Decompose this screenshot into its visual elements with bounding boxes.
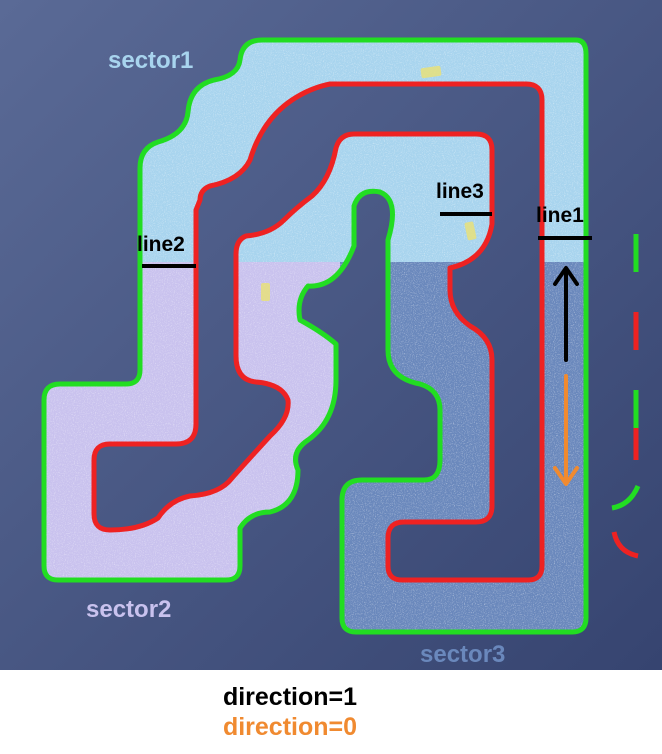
direction-1-arrow bbox=[553, 266, 579, 362]
direction-0-text: direction=0 bbox=[222, 713, 358, 741]
line3-label: line3 bbox=[436, 180, 484, 203]
sector2-label: sector2 bbox=[86, 596, 171, 623]
direction-0-arrow bbox=[553, 374, 579, 486]
outer-boundary bbox=[41, 37, 589, 635]
direction-legend: direction=1 direction=0 bbox=[0, 682, 580, 742]
car-icon bbox=[420, 65, 442, 79]
car-icon bbox=[464, 221, 477, 241]
direction-1-text: direction=1 bbox=[222, 683, 358, 711]
inner-boundary bbox=[91, 81, 545, 583]
green-corner-key bbox=[611, 484, 641, 511]
red-corner-key bbox=[611, 531, 639, 559]
cars bbox=[261, 65, 477, 301]
sector1-label: sector1 bbox=[108, 47, 193, 74]
track-map: line1 line2 line3 sector1 sector2 sector… bbox=[0, 0, 662, 670]
sector3-label: sector3 bbox=[420, 641, 505, 668]
line2-label: line2 bbox=[137, 233, 185, 256]
car-icon bbox=[261, 283, 270, 301]
line1-label: line1 bbox=[536, 204, 584, 227]
track-surface bbox=[44, 40, 586, 632]
boundary-key bbox=[611, 234, 641, 559]
